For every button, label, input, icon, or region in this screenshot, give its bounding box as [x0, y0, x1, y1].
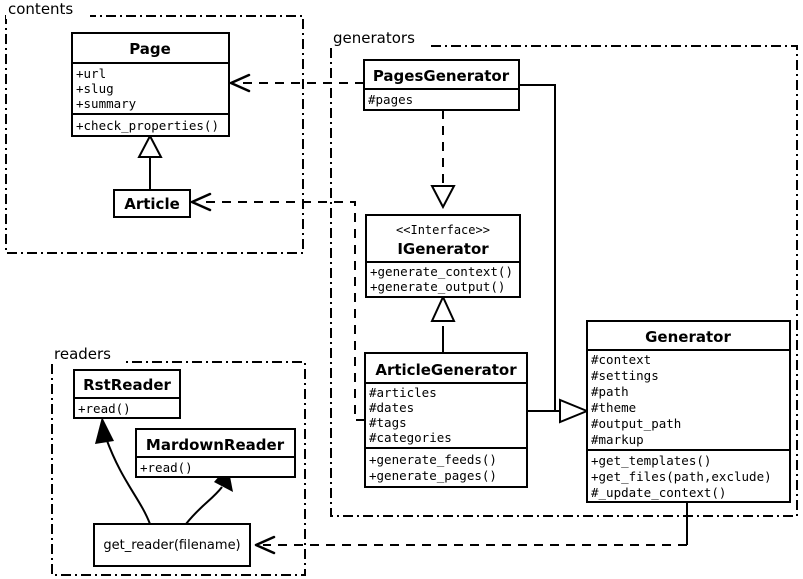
class-igenerator-operation: +generate_output(): [370, 279, 505, 294]
edge-article-inherits-page: [137, 133, 163, 190]
edge-pagesgenerator-uses-page: [229, 73, 364, 93]
class-generator-attribute: #path: [591, 384, 629, 399]
class-generator-frame: [586, 320, 791, 503]
class-page-attribute: +summary: [76, 96, 137, 111]
class-box-mardown-reader[interactable]: MardownReader +read(): [135, 428, 296, 478]
function-get-reader-frame: [93, 523, 251, 567]
class-generator-operation: #_update_context(): [591, 485, 726, 500]
creates-arrowhead: [95, 417, 114, 444]
generalization-arrowhead: [559, 398, 590, 424]
class-generator-operation: +get_templates(): [591, 453, 711, 468]
class-igenerator-name: IGenerator: [397, 240, 489, 258]
class-pages-generator-name: PagesGenerator: [373, 67, 510, 85]
class-generator-operation: +get_files(path,exclude): [591, 469, 772, 484]
class-article-generator-name: ArticleGenerator: [375, 361, 517, 379]
class-rst-reader-frame: [73, 369, 181, 419]
function-box-get-reader[interactable]: get_reader(filename): [93, 523, 251, 567]
class-box-generator[interactable]: Generator #context #settings #path #them…: [586, 320, 791, 503]
class-pages-generator-frame: [363, 59, 520, 111]
dependency-arrowhead: [190, 192, 212, 212]
function-get-reader-label: get_reader(filename): [103, 538, 240, 553]
label-mask-readers: [52, 346, 126, 364]
creates-curve: [185, 486, 223, 525]
edge-articlegenerator-realizes-igenerator: [430, 294, 456, 353]
class-article-generator-operation: +generate_pages(): [369, 468, 497, 483]
class-mardown-reader-frame: [135, 428, 296, 478]
class-generator-attribute: #context: [591, 352, 651, 367]
class-article-generator-attribute: #articles: [369, 385, 437, 400]
class-igenerator-frame: [365, 214, 521, 298]
class-box-pages-generator[interactable]: PagesGenerator #pages: [363, 59, 520, 111]
class-igenerator-operation: +generate_context(): [370, 264, 513, 279]
dependency-arrowhead: [254, 535, 276, 555]
class-page-attribute: +url: [76, 66, 106, 81]
edge-pagesgenerator-realizes-igenerator: [430, 110, 456, 210]
class-generator-attribute: #theme: [591, 400, 636, 415]
package-readers: [51, 361, 306, 576]
class-article-generator-attribute: #tags: [369, 415, 407, 430]
class-box-igenerator[interactable]: <<Interface>> IGenerator +generate_conte…: [365, 214, 521, 298]
class-box-rst-reader[interactable]: RstReader +read(): [73, 369, 181, 419]
class-article-generator-attribute: #dates: [369, 400, 414, 415]
package-readers-border: [51, 361, 306, 576]
class-page-operation: +check_properties(): [76, 118, 219, 133]
package-contents-border: [5, 15, 304, 254]
class-article-generator-frame: [364, 352, 528, 488]
class-mardown-reader-operation: +read(): [140, 460, 193, 475]
class-box-page[interactable]: Page +url +slug +summary +check_properti…: [71, 32, 230, 137]
edge-inherits-generator: [519, 84, 590, 424]
generalization-arrowhead: [137, 133, 163, 158]
label-mask-contents: [6, 1, 90, 19]
dependency-arrowhead: [229, 73, 251, 93]
creates-curve: [105, 437, 151, 525]
edge-getreader-creates-rstreader: [95, 417, 151, 525]
class-generator-attribute: #markup: [591, 432, 644, 447]
class-generator-name: Generator: [645, 328, 731, 346]
class-article-frame: [113, 189, 191, 218]
realization-arrowhead: [430, 294, 456, 322]
class-page-name: Page: [129, 40, 171, 58]
class-rst-reader-name: RstReader: [83, 376, 171, 394]
package-contents: [5, 15, 304, 254]
class-article-generator-operation: +generate_feeds(): [369, 452, 497, 467]
class-box-article[interactable]: Article: [113, 189, 191, 218]
edge-generator-uses-getreader: [254, 502, 688, 555]
class-article-name: Article: [124, 195, 180, 213]
class-pages-generator-attribute: #pages: [368, 92, 413, 107]
edge-articlegenerator-uses-article: [190, 192, 365, 421]
package-generators-border: [330, 45, 798, 517]
package-label-readers: readers: [54, 345, 111, 363]
class-generator-attribute: #settings: [591, 368, 659, 383]
package-generators: [330, 45, 798, 517]
realization-arrowhead: [430, 185, 456, 210]
class-igenerator-stereotype: <<Interface>>: [396, 223, 490, 237]
package-label-contents: contents: [8, 0, 73, 18]
label-mask-generators: [331, 30, 429, 48]
class-rst-reader-operation: +read(): [78, 401, 131, 416]
package-label-generators: generators: [333, 29, 415, 47]
class-page-attribute: +slug: [76, 81, 114, 96]
class-generator-attribute: #output_path: [591, 416, 681, 431]
class-page-frame: [71, 32, 230, 137]
class-box-article-generator[interactable]: ArticleGenerator #articles #dates #tags …: [364, 352, 528, 488]
class-mardown-reader-name: MardownReader: [146, 436, 285, 454]
class-article-generator-attribute: #categories: [369, 430, 452, 445]
